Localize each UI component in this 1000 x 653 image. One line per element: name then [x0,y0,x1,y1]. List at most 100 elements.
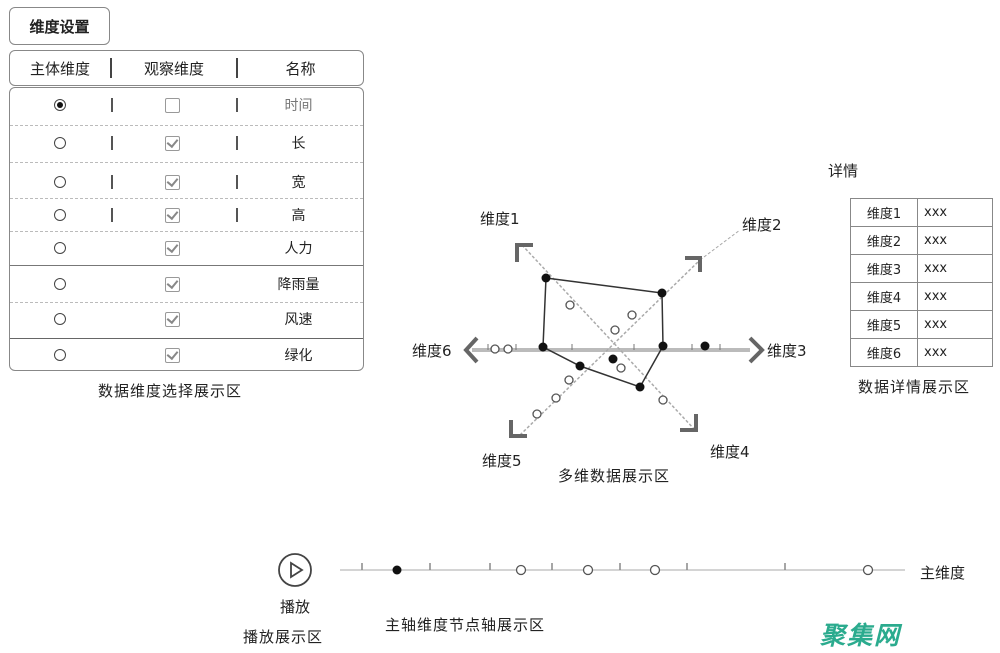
observe-checkbox[interactable] [164,97,180,113]
axis-3-arrow-icon [748,336,765,364]
multi-dimension-chart [463,229,765,438]
main-dimension-radio[interactable] [54,242,66,254]
cell-divider [236,136,238,150]
axis-2-arrow-icon [685,256,702,272]
row-divider [10,231,363,232]
observe-checkbox[interactable] [164,240,180,256]
row-divider [10,162,363,163]
main-dimension-radio[interactable] [54,176,66,188]
cell-divider [111,175,113,189]
detail-value: xxx [917,338,993,367]
main-dimension-radio[interactable] [54,313,66,325]
observe-checkbox[interactable] [164,276,180,292]
play-area-caption: 播放展示区 [243,628,324,646]
detail-area-caption: 数据详情展示区 [858,378,971,396]
row-divider [10,198,363,199]
cell-divider [111,208,113,222]
axis-label-4: 维度4 [710,443,750,461]
axis-label-5: 维度5 [482,452,522,470]
table-row: 宽 [10,165,363,199]
axis-label-1: 维度1 [480,210,520,228]
play-label: 播放 [280,598,311,616]
watermark-logo: 聚集网 [820,621,902,650]
dimension-name: 绿化 [284,348,313,364]
dimension-name: 风速 [284,312,313,328]
dimension-name: 长 [291,136,306,152]
detail-dimension: 维度4 [850,282,918,311]
timeline-node [582,564,594,576]
row-divider [10,302,363,303]
chart-area-caption: 多维数据展示区 [558,467,671,485]
detail-dimension: 维度6 [850,338,918,367]
table-row: 时间 [10,88,363,122]
observe-checkbox[interactable] [164,207,180,223]
detail-dimension: 维度2 [850,226,918,255]
observe-checkbox[interactable] [164,135,180,151]
row-divider [10,125,363,126]
dimension-name: 时间 [284,98,313,114]
selection-table-header: 主体维度 观察维度 名称 [9,50,364,86]
timeline-node [649,564,661,576]
dimension-name: 高 [291,208,306,224]
axis-5-2 [519,259,701,436]
detail-value: xxx [917,310,993,339]
main-dimension-radio[interactable] [54,209,66,221]
axis-1-4 [521,244,696,431]
header-divider [110,58,112,78]
axis-label-3: 维度3 [767,342,807,360]
main-axis-caption: 主轴维度节点轴展示区 [385,616,546,634]
detail-value: xxx [917,198,993,227]
dimension-name: 宽 [291,175,306,191]
cell-divider [111,136,113,150]
axis-6-arrow-icon [463,336,479,364]
data-polygon [542,277,664,388]
play-button[interactable] [277,552,313,588]
axis-5-arrow-icon [509,420,527,438]
observe-checkbox[interactable] [164,174,180,190]
main-dimension-radio[interactable] [54,137,66,149]
table-row: 风速 [10,302,363,336]
main-dimension-radio[interactable] [54,99,66,111]
observe-checkbox[interactable] [164,311,180,327]
main-axis-timeline [340,563,905,576]
dimension-name: 人力 [284,241,313,257]
play-icon [290,561,304,579]
header-divider [236,58,238,78]
detail-dimension: 维度5 [850,310,918,339]
axis-4-arrow-icon [680,414,698,432]
table-row: 高 [10,198,363,232]
detail-value: xxx [917,282,993,311]
detail-dimension: 维度1 [850,198,918,227]
cell-divider [236,208,238,222]
main-axis-label: 主维度 [920,564,966,582]
main-dimension-radio[interactable] [54,349,66,361]
header-observe-dimension: 观察维度 [143,59,204,78]
cell-divider [111,98,113,112]
cell-divider [236,175,238,189]
dimension-selection-table: 时间 长 宽 高 人力 降雨量 风速 [9,87,364,371]
header-name: 名称 [285,59,316,78]
dimension-settings-tab[interactable]: 维度设置 [9,7,110,45]
dimension-name: 降雨量 [277,277,320,293]
table-row: 绿化 [10,338,363,372]
header-main-dimension: 主体维度 [29,59,90,78]
detail-dimension: 维度3 [850,254,918,283]
main-dimension-radio[interactable] [54,278,66,290]
cell-divider [236,98,238,112]
timeline-node [515,564,527,576]
row-divider [10,265,363,266]
timeline-node-active [392,565,402,575]
table-row: 长 [10,126,363,160]
table-row: 人力 [10,231,363,265]
axis-label-6: 维度6 [412,342,452,360]
observe-checkbox[interactable] [164,347,180,363]
axis-label-2: 维度2 [742,216,782,234]
detail-title: 详情 [828,162,859,180]
